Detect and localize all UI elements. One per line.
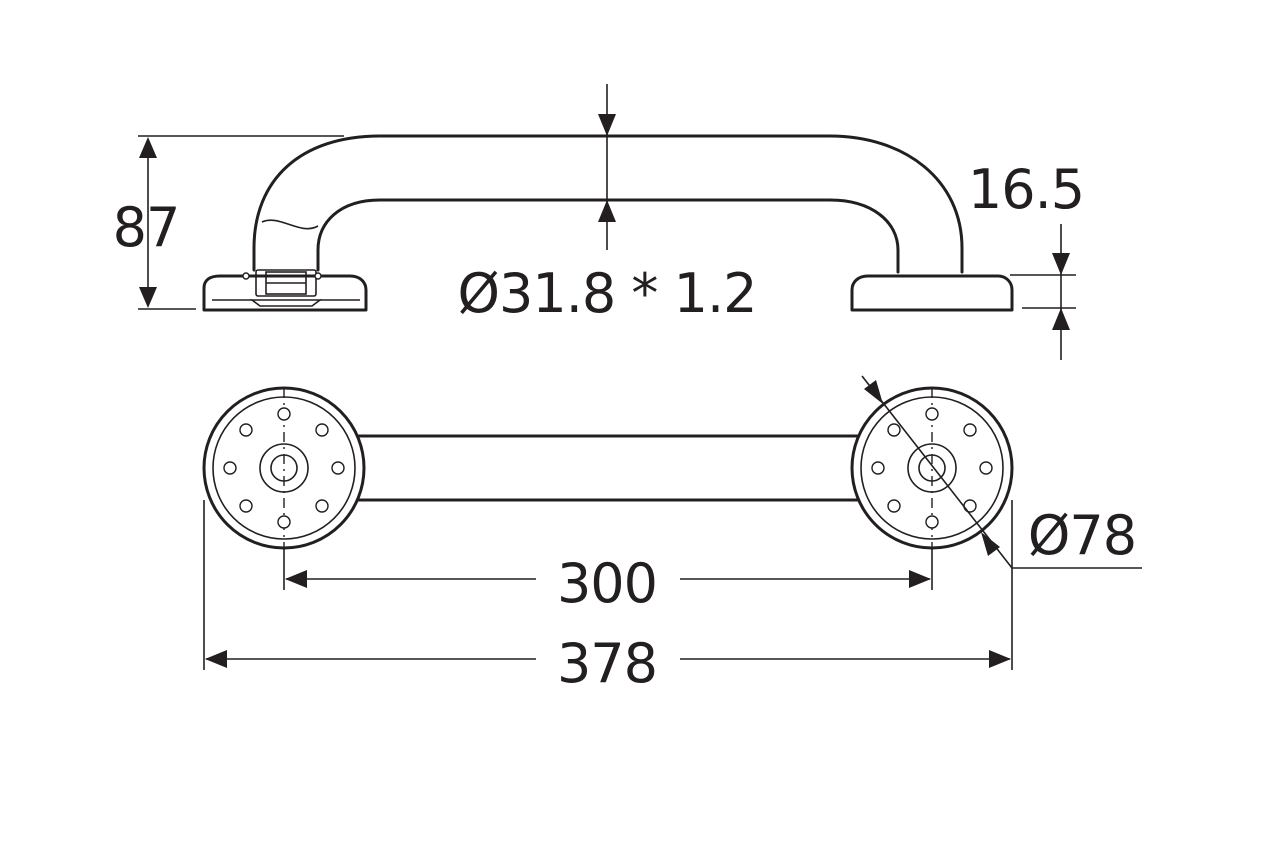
bar-section-line [261,219,319,230]
bar-outer-outline [252,134,964,274]
tube-diameter-leader [598,84,616,250]
right-flange [850,274,1014,312]
hole-spacing-dimension [283,548,933,590]
left-flange-fixing-detail [212,269,360,307]
plan-bar [356,434,860,502]
right-flange-plan [850,386,1014,550]
base-thickness-label: 16.5 [968,158,1084,221]
base-thickness-dimension [1010,224,1076,360]
bar-inner-outline [316,198,900,274]
left-flange [202,274,368,312]
tube-dimension-label: Ø31.8 * 1.2 [458,262,757,325]
hole-spacing-label: 300 [557,552,657,615]
left-flange-plan [202,386,366,550]
flange-diameter-label: Ø78 [1028,504,1136,567]
flange-diameter-dimension [861,375,1142,569]
side-view: 87 Ø31.8 * 1.2 16.5 [113,84,1085,360]
overall-length-dimension [203,500,1013,670]
height-dimension [138,135,344,310]
height-dimension-label: 87 [113,196,180,259]
overall-length-label: 378 [557,632,657,695]
plan-view: Ø78 300 378 [202,375,1142,695]
